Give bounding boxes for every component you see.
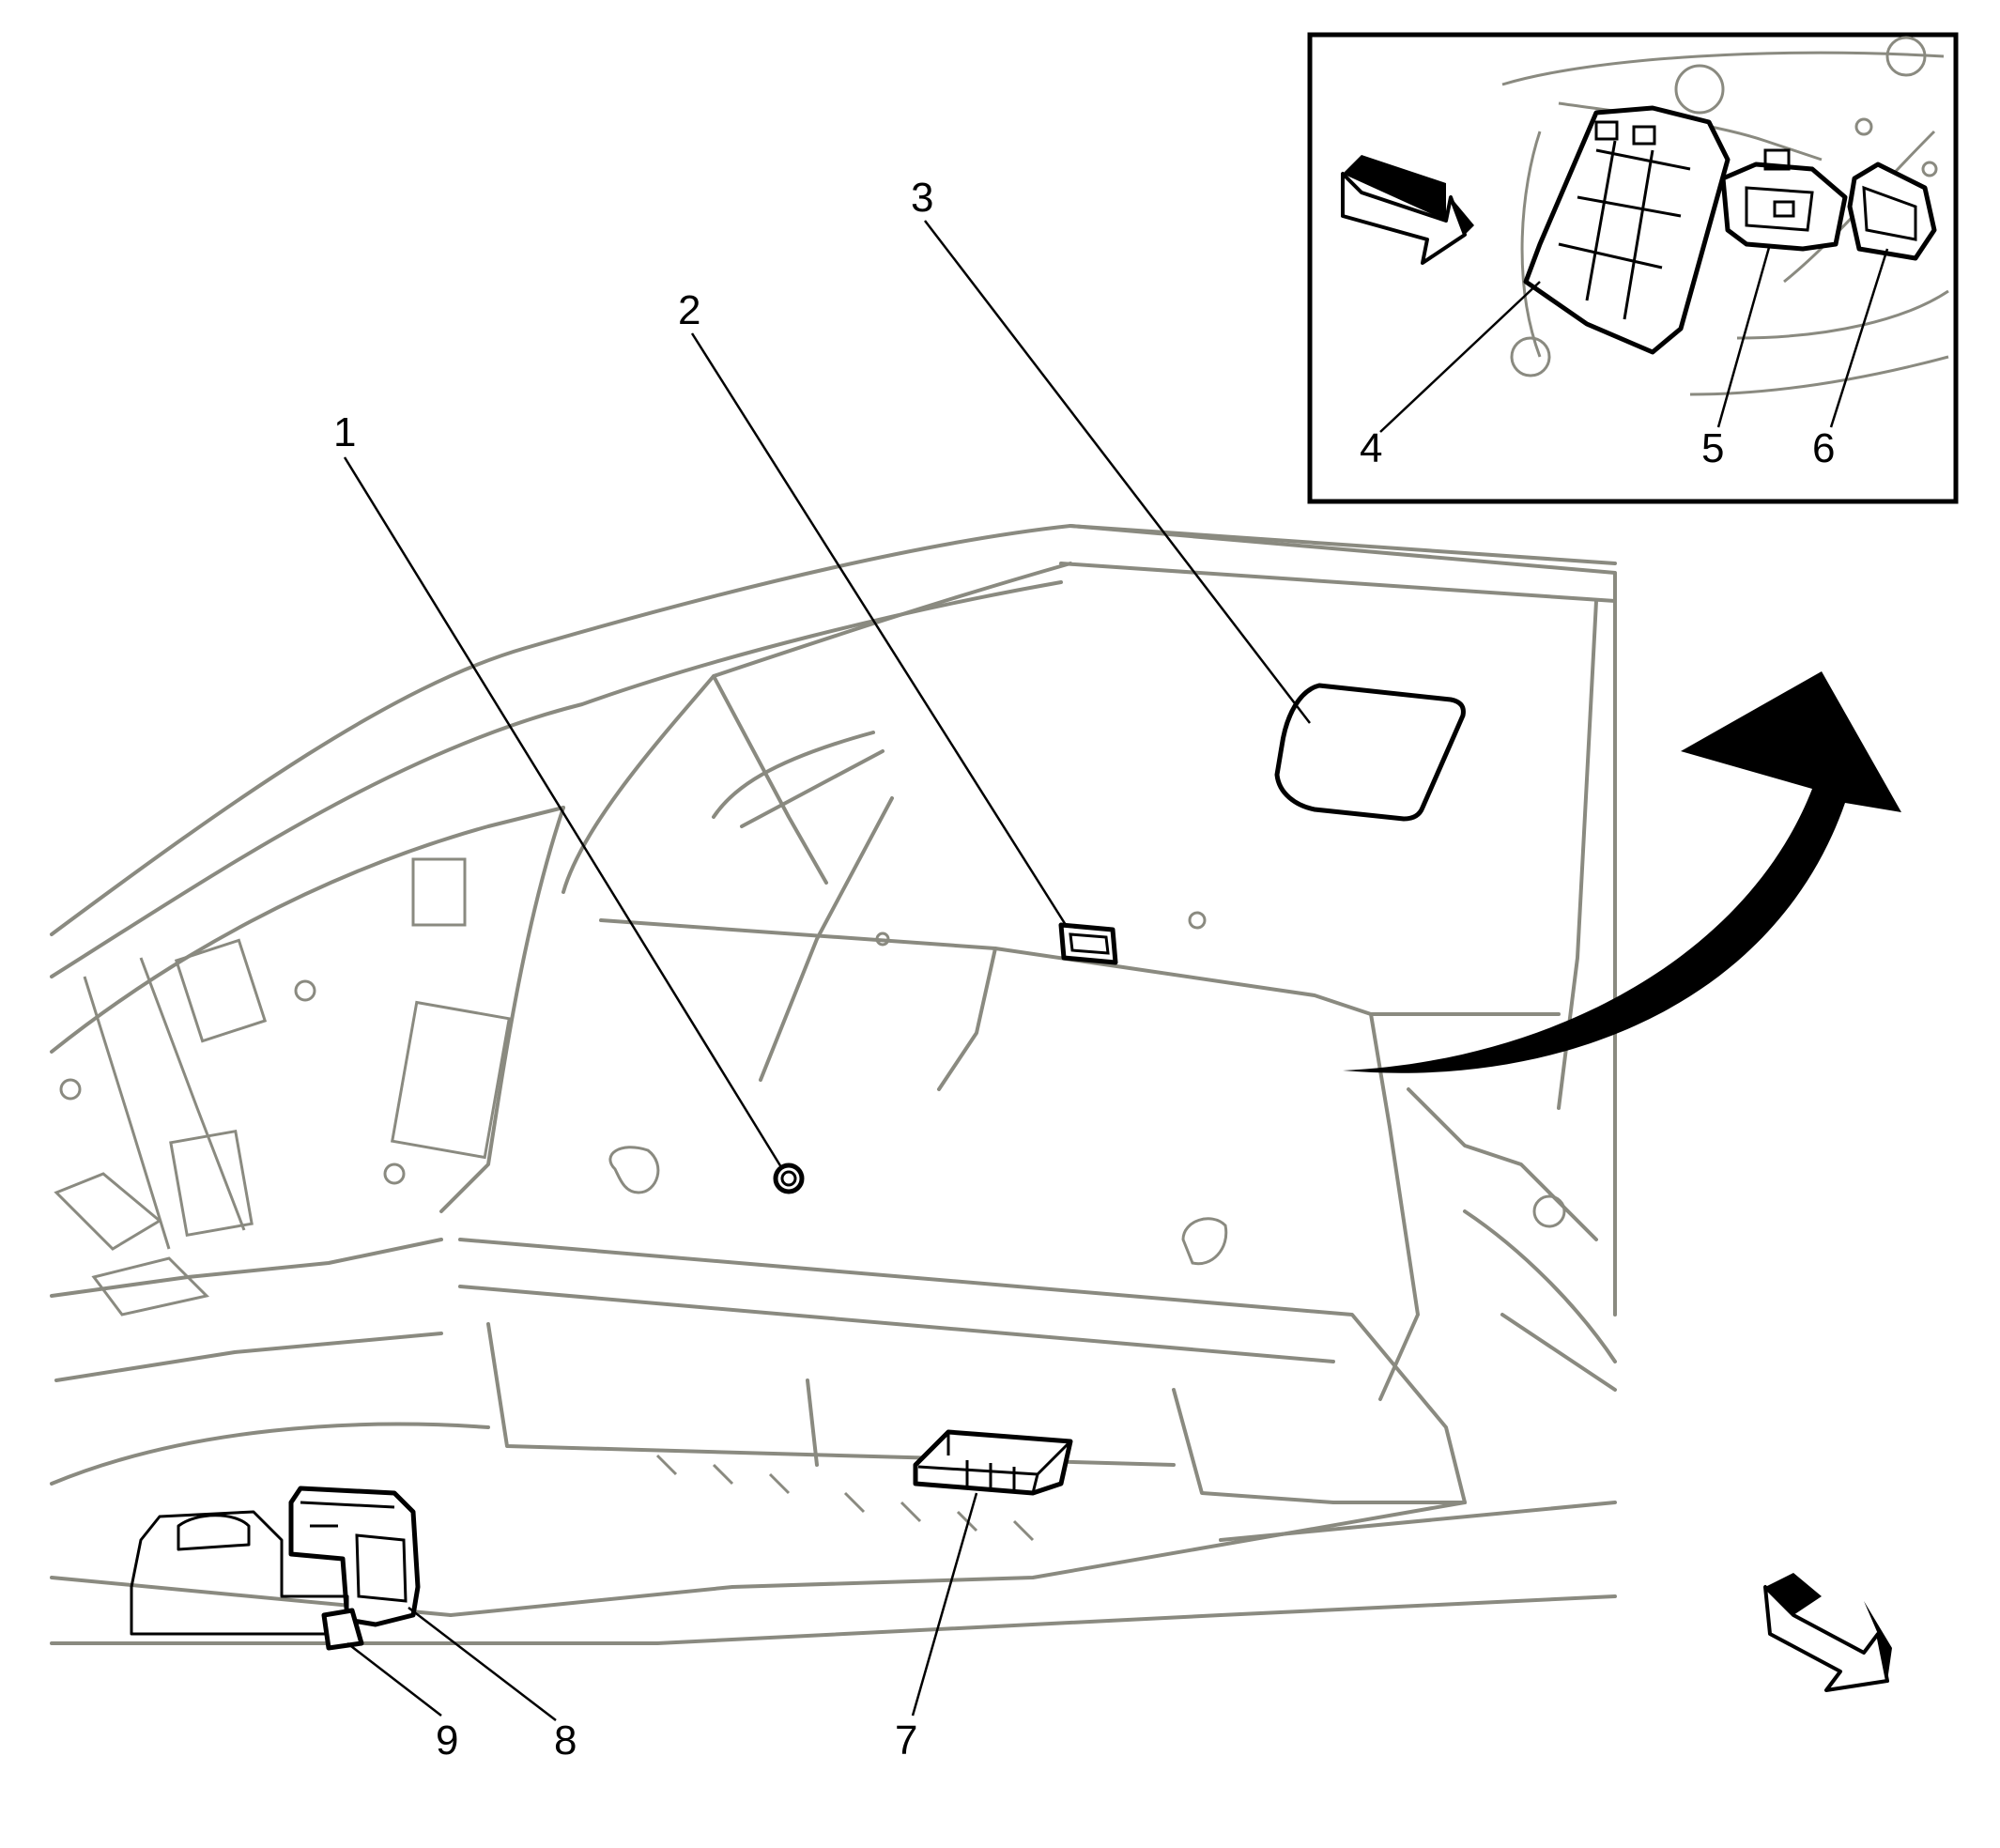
component-5-module	[1720, 148, 1848, 252]
callout-5: 5	[1701, 425, 1724, 471]
component-3-access-cover	[1274, 683, 1466, 822]
leader-1	[343, 456, 783, 1168]
leader-4	[1379, 281, 1541, 433]
leader-5	[1716, 243, 1772, 428]
callout-1: 1	[333, 409, 356, 455]
callout-4: 4	[1360, 425, 1382, 471]
component-4-fuse-block	[1523, 105, 1731, 355]
leader-6	[1829, 248, 1889, 428]
component-9-connector	[321, 1608, 364, 1651]
callout-labels: 1 2 3 4 5 6 7 8 9	[333, 175, 1835, 1763]
leader-lines	[343, 220, 1311, 1721]
callout-6: 6	[1812, 425, 1835, 471]
callout-8: 8	[554, 1717, 577, 1763]
callout-7: 7	[895, 1717, 917, 1763]
callout-9: 9	[436, 1717, 458, 1763]
battery-assembly	[130, 1510, 349, 1636]
leader-9	[346, 1642, 442, 1717]
component-7-module	[913, 1429, 1073, 1496]
direction-arrow-icon	[1763, 1573, 1892, 1692]
direction-arrow-icon-inset	[1341, 155, 1474, 265]
callout-3: 3	[911, 175, 933, 221]
leader-2	[690, 332, 1068, 926]
leader-7	[911, 1492, 978, 1717]
vehicle-trunk-illustration	[50, 524, 1617, 1645]
component-6-module	[1847, 162, 1937, 261]
detail-inset	[1307, 32, 1959, 504]
callout-2: 2	[678, 287, 700, 333]
curved-arrow-icon	[1343, 671, 1901, 1073]
component-8-module	[288, 1486, 421, 1627]
leader-8	[408, 1607, 557, 1721]
component-1-sensor	[773, 1163, 805, 1194]
leader-3	[924, 220, 1311, 724]
component-2-module	[1058, 922, 1118, 965]
